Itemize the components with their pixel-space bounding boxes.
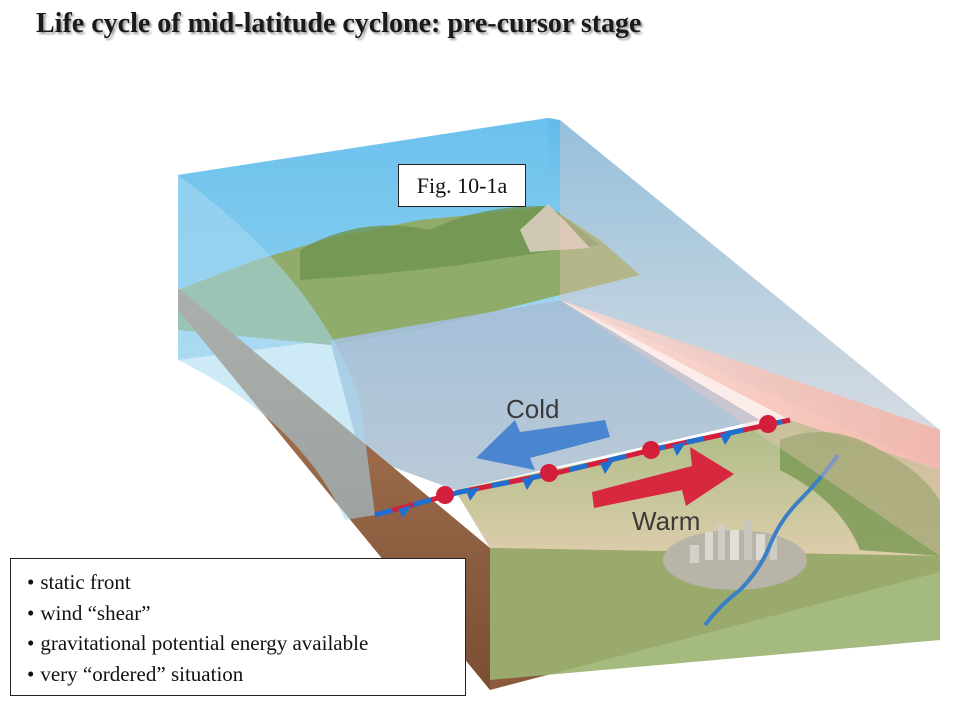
cold-air-boundary xyxy=(178,175,375,520)
figure-label: Fig. 10-1a xyxy=(398,164,526,207)
page-title: Life cycle of mid-latitude cyclone: pre-… xyxy=(36,8,642,39)
note-item: very “ordered” situation xyxy=(27,659,465,690)
cold-label: Cold xyxy=(506,394,559,424)
note-item: gravitational potential energy available xyxy=(27,628,465,659)
notes-box: static front wind “shear” gravitational … xyxy=(10,558,466,696)
note-item: static front xyxy=(27,567,465,598)
cold-wind-arrow xyxy=(476,420,610,470)
stationary-front xyxy=(374,415,791,518)
warm-air-mass xyxy=(560,300,940,555)
note-item: wind “shear” xyxy=(27,598,465,629)
warm-wind-arrow xyxy=(592,447,734,508)
near-hills xyxy=(780,432,940,556)
mountain-peak xyxy=(520,204,590,252)
warm-label: Warm xyxy=(632,506,700,536)
far-hills xyxy=(300,205,600,280)
right-wall xyxy=(560,120,940,556)
river xyxy=(703,453,840,627)
